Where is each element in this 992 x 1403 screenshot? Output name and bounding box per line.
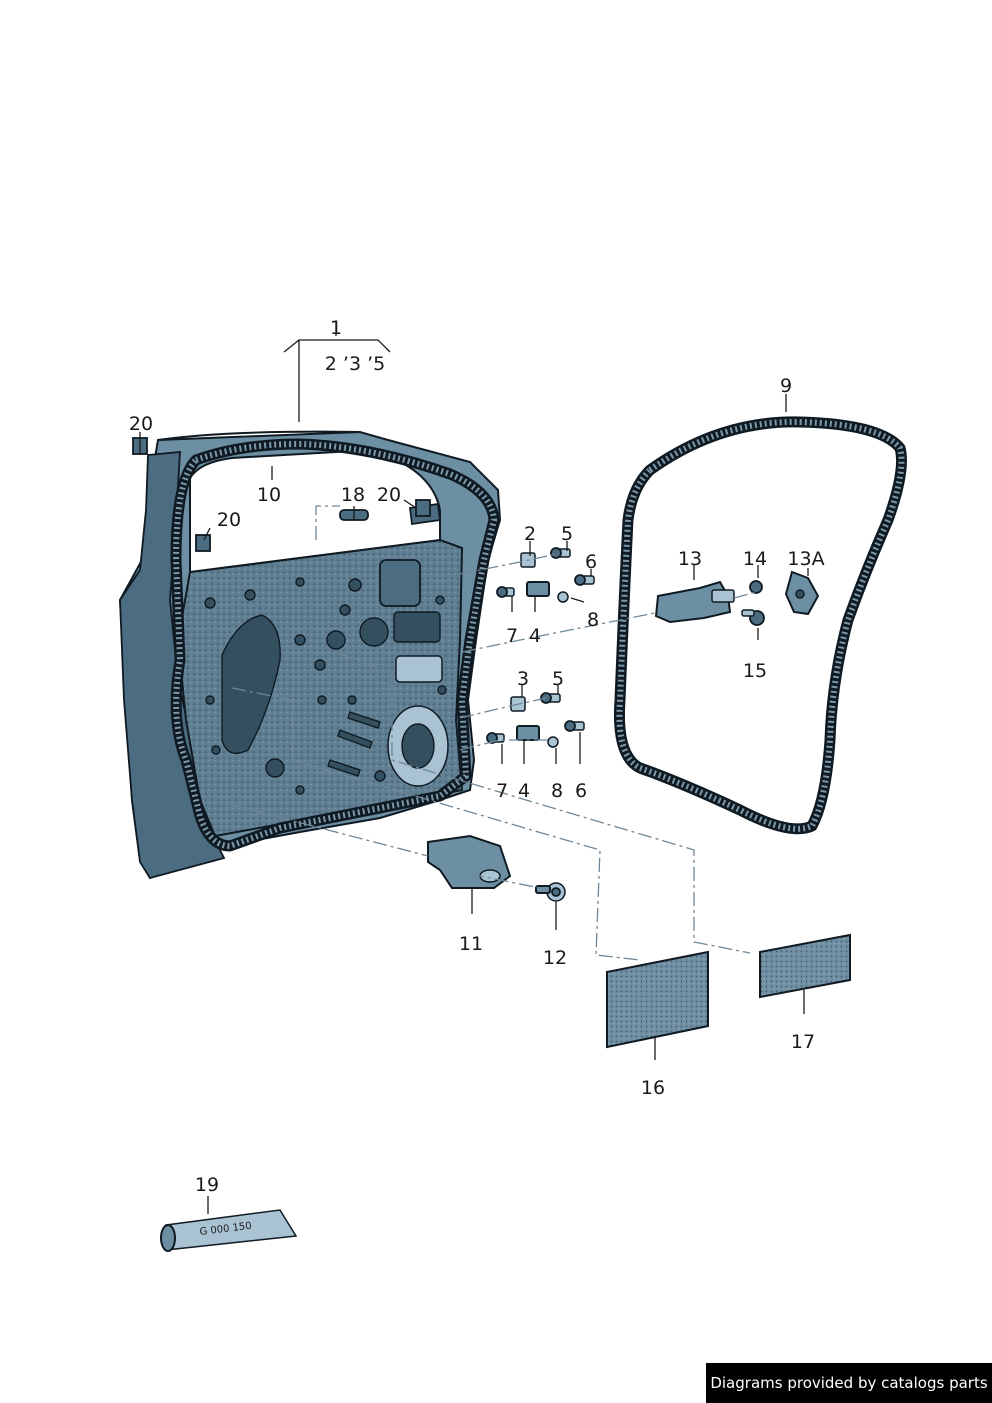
callout-5-upper: 5 — [561, 523, 573, 545]
callout-13: 13 — [678, 548, 702, 570]
callout-7-lower: 7 — [496, 780, 508, 802]
callout-2: 2 — [524, 523, 536, 545]
callout-19: 19 — [195, 1174, 219, 1196]
callout-14: 14 — [743, 548, 767, 570]
bolt-icon — [486, 732, 505, 744]
callout-3: 3 — [517, 668, 529, 690]
connector-lines — [227, 505, 757, 961]
callout-13a: 13A — [787, 548, 824, 570]
callout-5-lower: 5 — [552, 668, 564, 690]
callout-7-upper: 7 — [506, 625, 518, 647]
door-seal-large — [613, 416, 907, 835]
callout-8-upper: 8 — [587, 609, 599, 631]
door-frame-seal — [170, 438, 500, 852]
bolt-icon — [564, 720, 585, 732]
callout-8-lower: 8 — [551, 780, 563, 802]
callout-4-upper: 4 — [529, 625, 541, 647]
callout-9: 9 — [780, 375, 792, 397]
bracket-13a — [784, 570, 820, 616]
callout-1: 1 — [330, 317, 342, 339]
bolt-15 — [741, 609, 765, 626]
callout-6-lower: 6 — [575, 780, 587, 802]
callout-15: 15 — [743, 660, 767, 682]
damping-mat-17 — [759, 933, 851, 999]
credit-badge: Diagrams provided by catalogs parts — [706, 1363, 992, 1403]
callout-labels: 1 2 ’3 ’5 9 20 10 18 20 20 2 5 6 13 14 1… — [129, 317, 825, 1196]
screw-12 — [535, 882, 566, 902]
callout-18: 18 — [341, 484, 365, 506]
callout-10: 10 — [257, 484, 281, 506]
door-shell — [118, 430, 502, 880]
callout-17: 17 — [791, 1031, 815, 1053]
bolt-icon — [496, 586, 515, 598]
upper-hinge-hardware — [496, 547, 595, 603]
callout-4-lower: 4 — [518, 780, 530, 802]
callout-20-panel: 20 — [217, 509, 241, 531]
callout-1-subparts: 2 ’3 ’5 — [325, 353, 385, 375]
nut-14 — [749, 580, 763, 594]
bolt-icon — [574, 574, 595, 586]
callout-11: 11 — [459, 933, 483, 955]
door-check-strap — [654, 580, 735, 624]
callout-6-upper: 6 — [585, 551, 597, 573]
callout-20-top-left: 20 — [129, 413, 153, 435]
lower-hinge-hardware — [486, 692, 585, 748]
callout-16: 16 — [641, 1077, 665, 1099]
callout-12: 12 — [543, 947, 567, 969]
leader-lines — [139, 322, 809, 1214]
sealant-tube-19: G 000 150 — [160, 1209, 298, 1252]
callout-20-window: 20 — [377, 484, 401, 506]
damping-mat-16 — [606, 950, 709, 1049]
